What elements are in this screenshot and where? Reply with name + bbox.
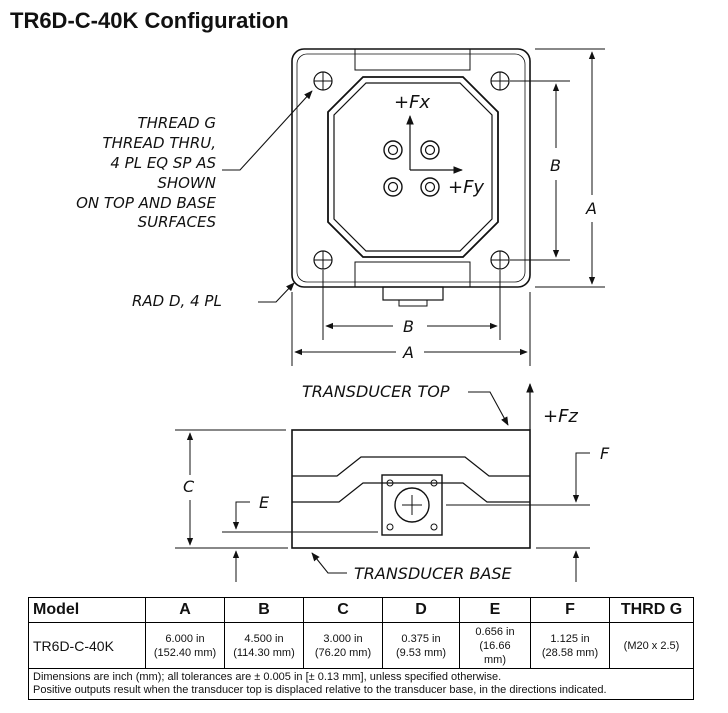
top-notch [354, 49, 471, 71]
dim-b-horizontal-label: B [403, 317, 414, 336]
dim-b-horizontal [322, 270, 501, 340]
mounting-hole [490, 71, 510, 91]
specification-table: Model A B C D E F THRD G TR6D-C-40K 6.00… [28, 597, 694, 700]
side-body [291, 429, 531, 549]
fz-label: +Fz [543, 406, 578, 427]
dim-a-horizontal [291, 292, 531, 366]
svg-text:THREAD THRU,: THREAD THRU, [102, 134, 216, 152]
fx-label: +Fx [394, 92, 430, 113]
table-notes-row: Dimensions are inch (mm); all tolerances… [28, 668, 694, 700]
connector-plug [398, 299, 428, 307]
note-positive-outputs: Positive outputs result when the transdu… [33, 684, 607, 696]
dim-e-label: E [259, 493, 270, 512]
page-title: TR6D-C-40K Configuration [10, 8, 289, 33]
side-connector-ring [394, 487, 430, 523]
dim-b-vertical-label: B [550, 156, 561, 175]
mounting-hole [313, 250, 333, 270]
bottom-notch [354, 261, 471, 287]
body-inner-outline [296, 53, 526, 283]
center-bolt [420, 177, 440, 197]
transducer-top-label: TRANSDUCER TOP [302, 382, 450, 401]
table-notes: Dimensions are inch (mm); all tolerances… [28, 668, 694, 700]
table-row: TR6D-C-40K 6.000 in(152.40 mm) 4.500 in(… [28, 622, 694, 669]
dim-a-vertical [535, 48, 605, 288]
configuration-drawing: +Fx +Fy THREAD G THREAD THRU, 4 PL EQ SP… [76, 48, 610, 583]
header-thread-g: THRD G [609, 597, 694, 623]
octagon-inner [333, 82, 493, 252]
svg-text:4 PL EQ SP AS: 4 PL EQ SP AS [110, 154, 216, 172]
header-model: Model [28, 597, 146, 623]
dim-b-vertical [510, 80, 570, 261]
cell-model: TR6D-C-40K [28, 622, 146, 669]
dim-c-label: C [183, 477, 195, 496]
dim-a-horizontal-label: A [402, 343, 414, 362]
transducer-base-leader [311, 552, 347, 574]
dim-a-vertical-label: A [585, 199, 597, 218]
svg-text:ON TOP AND BASE: ON TOP AND BASE [76, 194, 216, 212]
connector [382, 286, 444, 301]
header-e: E [459, 597, 531, 623]
header-b: B [224, 597, 304, 623]
svg-text:SHOWN: SHOWN [157, 174, 216, 192]
top-view [291, 48, 531, 307]
note-dimensions: Dimensions are inch (mm); all tolerances… [33, 671, 502, 683]
thread-leader [222, 90, 313, 171]
cell-thread-g: (M20 x 2.5) [609, 622, 694, 669]
cell-b: 4.500 in(114.30 mm) [224, 622, 304, 669]
center-bolt [383, 140, 403, 160]
center-bolt [383, 177, 403, 197]
mounting-hole [490, 250, 510, 270]
rad-leader [258, 282, 295, 303]
cell-c: 3.000 in(76.20 mm) [303, 622, 383, 669]
thread-note: THREAD G THREAD THRU, 4 PL EQ SP AS SHOW… [76, 114, 216, 231]
fy-label: +Fy [448, 177, 484, 198]
mounting-hole [313, 71, 333, 91]
header-c: C [303, 597, 383, 623]
octagon-outer [327, 76, 499, 258]
dim-e [222, 501, 378, 582]
side-step-line [292, 456, 530, 477]
rad-note: RAD D, 4 PL [132, 292, 222, 310]
dim-f-label: F [600, 444, 610, 463]
center-bolt [420, 140, 440, 160]
header-f: F [530, 597, 610, 623]
transducer-top-leader [468, 391, 509, 426]
side-connector [381, 474, 443, 536]
cell-d: 0.375 in(9.53 mm) [382, 622, 460, 669]
dim-f [446, 452, 590, 582]
header-a: A [145, 597, 225, 623]
svg-text:SURFACES: SURFACES [138, 213, 217, 231]
side-step-line-lower [292, 482, 530, 503]
table-header-row: Model A B C D E F THRD G [28, 597, 694, 623]
svg-text:THREAD G: THREAD G [137, 114, 216, 132]
cell-a: 6.000 in(152.40 mm) [145, 622, 225, 669]
cell-f: 1.125 in(28.58 mm) [530, 622, 610, 669]
transducer-base-label: TRANSDUCER BASE [354, 564, 513, 583]
header-d: D [382, 597, 460, 623]
side-view [291, 429, 531, 549]
